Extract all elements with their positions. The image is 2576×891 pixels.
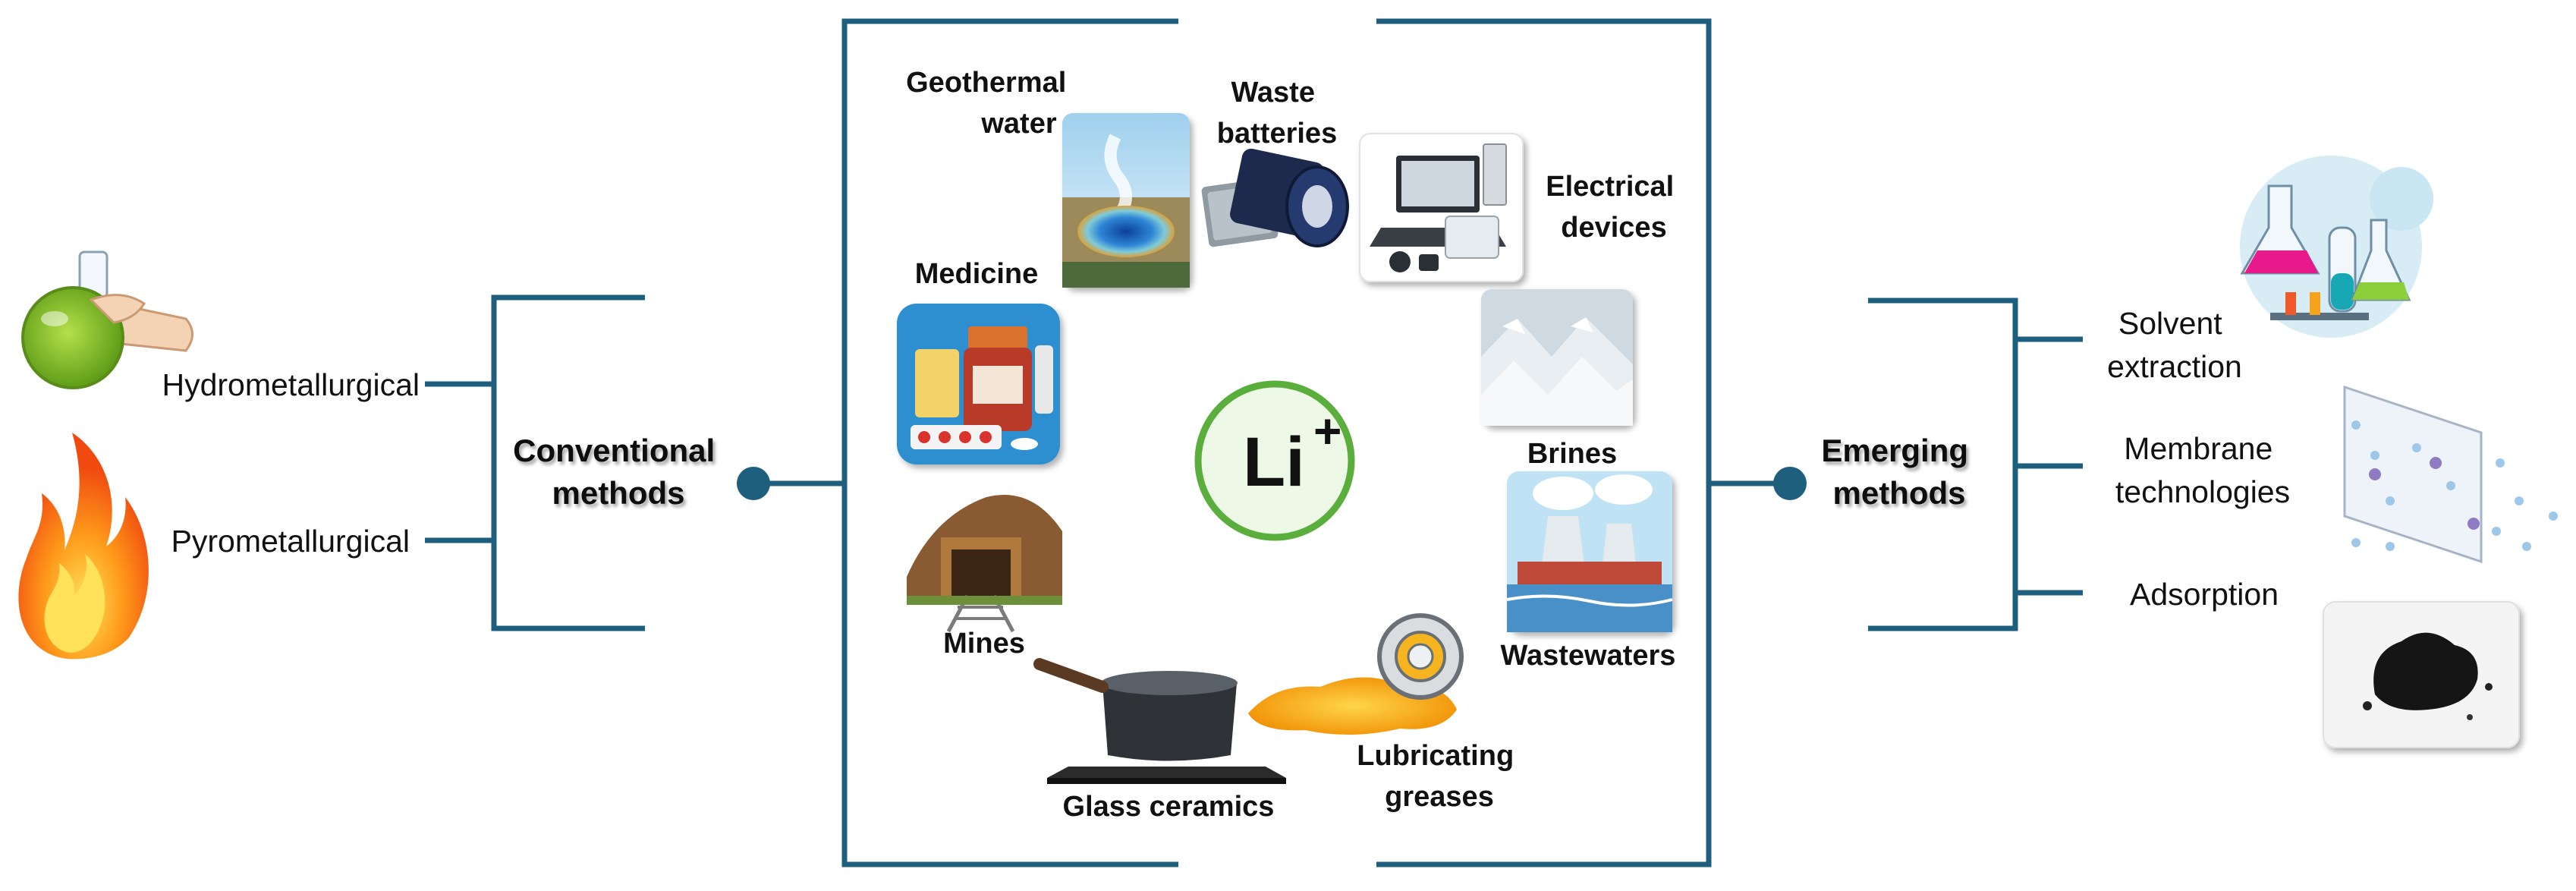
emerging-title: Emerging methods (1821, 433, 1977, 511)
glass-ceramics-image (1033, 658, 1286, 784)
frame-left-bracket (841, 18, 1178, 867)
waste-batteries-image (1201, 148, 1349, 247)
waste-batteries-label: Waste batteries (1217, 77, 1337, 150)
lab-glassware-icon (2240, 156, 2433, 338)
mines-image (907, 495, 1062, 633)
lithium-ion-ring (1194, 380, 1355, 541)
brines-image (1481, 289, 1633, 426)
lubricating-greases-label: Lubricating greases (1357, 740, 1521, 813)
geothermal-water-label: Geothermal water (906, 67, 1074, 140)
pyrometallurgical-label: Pyrometallurgical (171, 524, 410, 559)
frame-right-bracket (1376, 18, 1712, 867)
emerging-node (1773, 467, 1807, 500)
glass-ceramics-label: Glass ceramics (1063, 791, 1275, 823)
conventional-title: Conventional methods (513, 433, 724, 511)
source-labels: Geothermal water Waste batteries Electri… (906, 67, 1682, 823)
medicine-image (897, 304, 1060, 464)
adsorption-label: Adsorption (2130, 577, 2279, 612)
electrical-devices-label: Electrical devices (1546, 171, 1682, 244)
central-frame (841, 18, 1712, 867)
solvent-extraction-label: Solvent extraction (2107, 306, 2242, 384)
membrane-technologies-label: Membrane technologies (2115, 431, 2290, 509)
lubricating-greases-image (1248, 613, 1464, 735)
geothermal-water-image (1062, 113, 1190, 288)
conventional-bracket (491, 294, 645, 631)
lithium-charge: + (1313, 404, 1341, 458)
hydrometallurgical-label: Hydrometallurgical (162, 367, 420, 402)
fire-icon (18, 433, 149, 660)
lithium-symbol: Li (1243, 423, 1305, 501)
carbon-powder-icon (2323, 601, 2520, 748)
medicine-label: Medicine (915, 258, 1039, 290)
electrical-devices-image (1359, 133, 1524, 282)
brines-label: Brines (1527, 438, 1617, 470)
flask-hand-icon (21, 250, 193, 389)
membrane-icon (2343, 385, 2558, 564)
mines-label: Mines (943, 628, 1025, 660)
conventional-section: Conventional methods Hydrometallurgical … (18, 250, 845, 660)
wastewaters-image (1506, 471, 1673, 632)
lithium-ion: Li + (1194, 380, 1355, 541)
conventional-node (737, 467, 770, 500)
wastewaters-label: Wastewaters (1501, 640, 1676, 672)
emerging-section: Emerging methods Solvent extraction Memb… (1709, 156, 2558, 748)
